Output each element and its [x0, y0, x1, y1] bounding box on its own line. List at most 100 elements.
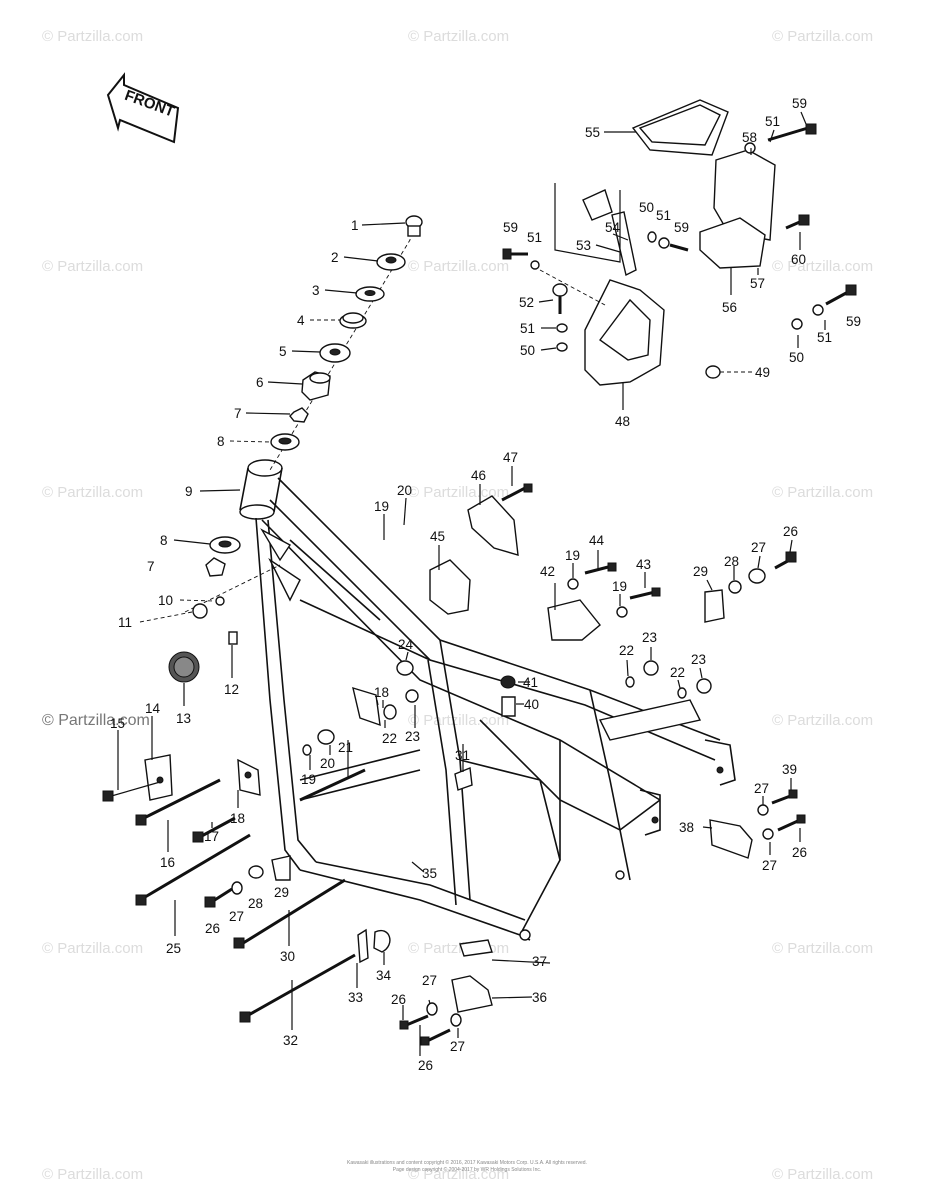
- watermark: © Partzilla.com: [42, 258, 144, 275]
- callout-23: 23: [691, 652, 706, 667]
- left-side-hardware: [102, 564, 391, 1023]
- callout-11: 11: [118, 615, 132, 630]
- callout-59: 59: [846, 314, 861, 329]
- callout-37: 37: [532, 954, 547, 969]
- callout-26: 26: [792, 845, 807, 860]
- callout-28: 28: [248, 896, 263, 911]
- callout-56: 56: [722, 300, 737, 315]
- watermark: © Partzilla.com: [408, 484, 510, 501]
- callout-44: 44: [589, 533, 605, 548]
- callout-41: 41: [523, 675, 538, 690]
- callout-20: 20: [320, 756, 335, 771]
- callout-33: 33: [348, 990, 363, 1005]
- callout-15: 15: [110, 716, 125, 731]
- callout-23: 23: [405, 729, 420, 744]
- callout-49: 49: [755, 365, 770, 380]
- callout-32: 32: [283, 1033, 298, 1048]
- callout-26: 26: [391, 992, 406, 1007]
- callout-28: 28: [724, 554, 739, 569]
- callout-43: 43: [636, 557, 651, 572]
- callout-34: 34: [376, 968, 392, 983]
- callout-40: 40: [524, 697, 539, 712]
- battery-box-assembly: [502, 99, 857, 386]
- callout-59: 59: [674, 220, 689, 235]
- callout-60: 60: [791, 252, 806, 267]
- callout-51: 51: [656, 208, 671, 223]
- callout-12: 12: [224, 682, 239, 697]
- callout-10: 10: [158, 593, 173, 608]
- callout-27: 27: [762, 858, 777, 873]
- callout-19: 19: [301, 772, 316, 787]
- callout-39: 39: [782, 762, 797, 777]
- callout-54: 54: [605, 220, 621, 235]
- callout-59: 59: [503, 220, 518, 235]
- copyright-line: Page design copyright © 2004-2017 by WR …: [392, 1167, 542, 1173]
- callout-51: 51: [527, 230, 542, 245]
- callout-35: 35: [422, 866, 437, 881]
- callout-30: 30: [280, 949, 295, 964]
- callout-51: 51: [817, 330, 832, 345]
- callout-18: 18: [374, 685, 389, 700]
- callout-26: 26: [418, 1058, 433, 1073]
- callout-25: 25: [166, 941, 181, 956]
- callout-27: 27: [422, 973, 437, 988]
- watermark: © Partzilla.com: [772, 28, 874, 45]
- callout-22: 22: [619, 643, 634, 658]
- watermark: © Partzilla.com: [772, 1166, 874, 1183]
- callout-55: 55: [585, 125, 600, 140]
- watermark: © Partzilla.com: [42, 28, 144, 45]
- callout-14: 14: [145, 701, 161, 716]
- callout-27: 27: [751, 540, 766, 555]
- callout-4: 4: [297, 313, 305, 328]
- callout-21: 21: [338, 740, 353, 755]
- callout-27: 27: [450, 1039, 465, 1054]
- callout-22: 22: [382, 731, 397, 746]
- callout-29: 29: [274, 885, 289, 900]
- leader-lines: [117, 111, 826, 1056]
- callout-57: 57: [750, 276, 765, 291]
- callout-7: 7: [234, 406, 242, 421]
- callout-51: 51: [765, 114, 780, 129]
- callout-23: 23: [642, 630, 657, 645]
- callout-8: 8: [160, 533, 168, 548]
- steering-stack: [205, 215, 423, 577]
- callout-17: 17: [204, 829, 219, 844]
- callout-19: 19: [565, 548, 580, 563]
- watermark: © Partzilla.com: [772, 940, 874, 957]
- callout-labels: 1 2 3 4 5 6 7 8 9 8 7 10 11 12 13 14 15 …: [110, 96, 861, 1073]
- callout-53: 53: [576, 238, 591, 253]
- callout-31: 31: [455, 748, 470, 763]
- callout-19: 19: [612, 579, 627, 594]
- motorcycle-frame: [239, 459, 736, 941]
- callout-51: 51: [520, 321, 535, 336]
- callout-47: 47: [503, 450, 518, 465]
- watermark: © Partzilla.com: [42, 1166, 144, 1183]
- callout-42: 42: [540, 564, 555, 579]
- callout-38: 38: [679, 820, 694, 835]
- callout-50: 50: [520, 343, 535, 358]
- callout-9: 9: [185, 484, 193, 499]
- right-brackets: [429, 483, 806, 859]
- callout-8: 8: [217, 434, 225, 449]
- callout-26: 26: [205, 921, 220, 936]
- front-arrow: FRONT: [106, 72, 180, 144]
- callout-45: 45: [430, 529, 445, 544]
- watermark: © Partzilla.com: [772, 484, 874, 501]
- callout-59: 59: [792, 96, 807, 111]
- watermark: © Partzilla.com: [42, 940, 144, 957]
- callout-16: 16: [160, 855, 175, 870]
- watermark-dark: © Partzilla.com: [42, 712, 150, 729]
- watermark: © Partzilla.com: [408, 28, 510, 45]
- callout-24: 24: [398, 637, 414, 652]
- callout-19: 19: [374, 499, 389, 514]
- callout-50: 50: [789, 350, 804, 365]
- watermark: © Partzilla.com: [772, 258, 874, 275]
- callout-58: 58: [742, 130, 757, 145]
- callout-29: 29: [693, 564, 708, 579]
- callout-5: 5: [279, 344, 287, 359]
- callout-48: 48: [615, 414, 630, 429]
- callout-20: 20: [397, 483, 412, 498]
- watermark: © Partzilla.com: [42, 484, 144, 501]
- watermark: © Partzilla.com: [772, 712, 874, 729]
